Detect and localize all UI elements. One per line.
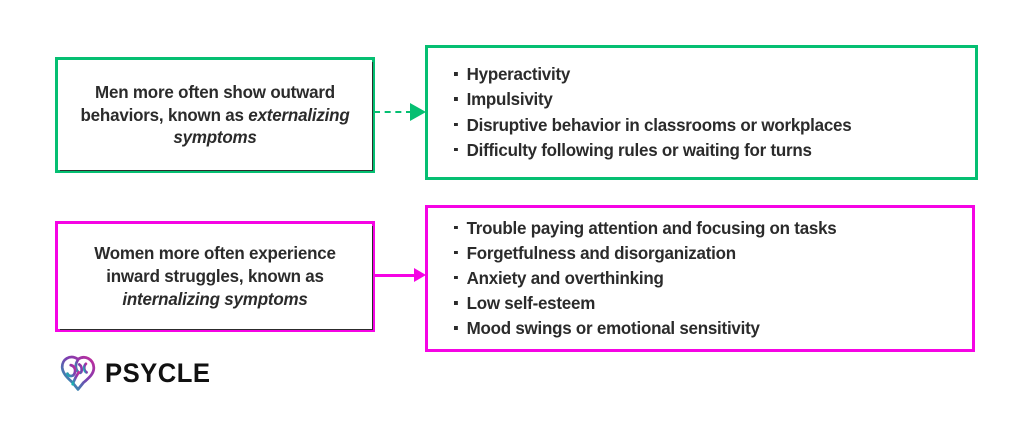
externalizing-symptom-list: Hyperactivity Impulsivity Disruptive beh… xyxy=(428,62,975,163)
externalizing-symptoms-box: Hyperactivity Impulsivity Disruptive beh… xyxy=(425,45,978,180)
externalizing-summary-prefix: Men more often show outward behaviors, k… xyxy=(80,81,335,125)
internalizing-summary-prefix: Women more often experience inward strug… xyxy=(94,243,336,287)
arrow-head-icon xyxy=(410,103,426,121)
list-item: Disruptive behavior in classrooms or wor… xyxy=(454,113,959,138)
list-item: Difficulty following rules or waiting fo… xyxy=(454,138,959,163)
list-item: Forgetfulness and disorganization xyxy=(454,241,956,266)
externalizing-summary-text: Men more often show outward behaviors, k… xyxy=(63,81,368,149)
externalizing-summary-box: Men more often show outward behaviors, k… xyxy=(55,57,375,173)
list-item: Impulsivity xyxy=(454,87,959,112)
connector-line-dashed xyxy=(374,111,412,113)
internalizing-summary-box: Women more often experience inward strug… xyxy=(55,221,375,332)
brain-icon xyxy=(60,355,96,391)
list-item: Mood swings or emotional sensitivity xyxy=(454,316,956,341)
psycle-logo: PSYCLE xyxy=(57,352,216,394)
internalizing-summary-text: Women more often experience inward strug… xyxy=(63,242,368,310)
connector-line-solid xyxy=(374,273,418,277)
list-item: Hyperactivity xyxy=(454,62,959,87)
internalizing-symptom-list: Trouble paying attention and focusing on… xyxy=(428,216,972,342)
internalizing-symptoms-box: Trouble paying attention and focusing on… xyxy=(425,205,975,352)
list-item: Anxiety and overthinking xyxy=(454,266,956,291)
internalizing-summary-emphasis: internalizing symptoms xyxy=(122,288,308,309)
externalizing-summary-emphasis: externalizing symptoms xyxy=(173,104,350,148)
list-item: Trouble paying attention and focusing on… xyxy=(454,216,956,241)
arrow-head-icon xyxy=(414,268,426,282)
psycle-wordmark: PSYCLE xyxy=(105,357,211,388)
list-item: Low self-esteem xyxy=(454,291,956,316)
